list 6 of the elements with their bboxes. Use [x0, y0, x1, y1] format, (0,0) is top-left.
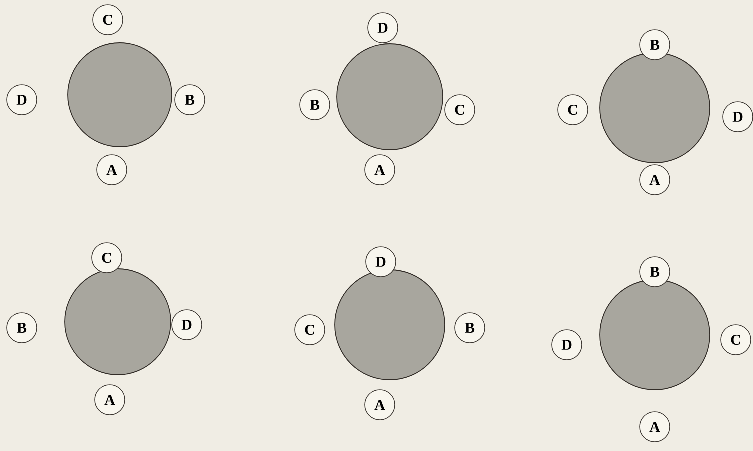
- disc: [600, 52, 710, 164]
- disc: [64, 268, 172, 376]
- disc: [600, 280, 710, 390]
- disc: [68, 42, 172, 148]
- disc: [336, 44, 444, 150]
- disc: [334, 270, 446, 380]
